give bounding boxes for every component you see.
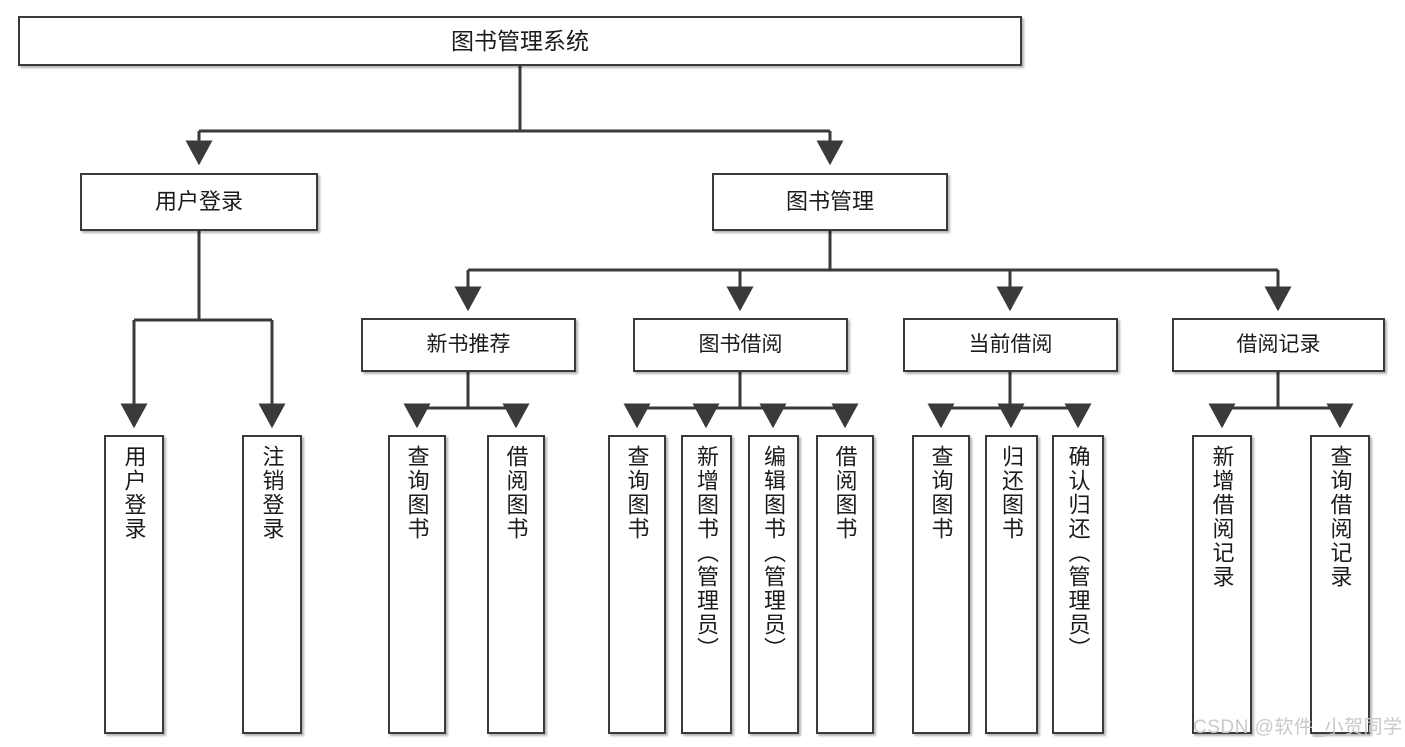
node-leaf-query-record-label: 查询借阅记录 — [1327, 445, 1353, 589]
node-leaf-query-book-1[interactable]: 查询图书 — [388, 435, 446, 734]
node-leaf-user-logout-label: 注销登录 — [259, 445, 285, 541]
node-leaf-query-book-2[interactable]: 查询图书 — [608, 435, 666, 734]
node-leaf-edit-book-label: 编辑图书（管理员） — [761, 445, 787, 661]
node-book-manage-label: 图书管理 — [785, 189, 874, 215]
node-current-borrow[interactable]: 当前借阅 — [903, 318, 1118, 372]
node-leaf-borrow-book-2-label: 借阅图书 — [832, 445, 858, 541]
node-user-login[interactable]: 用户登录 — [80, 173, 318, 231]
node-borrow-record[interactable]: 借阅记录 — [1172, 318, 1385, 372]
node-root[interactable]: 图书管理系统 — [18, 16, 1022, 66]
node-new-book-recommend[interactable]: 新书推荐 — [361, 318, 576, 372]
node-user-login-label: 用户登录 — [154, 189, 243, 215]
node-leaf-query-book-3-label: 查询图书 — [928, 445, 954, 541]
node-leaf-add-record-label: 新增借阅记录 — [1209, 445, 1235, 589]
node-root-label: 图书管理系统 — [451, 27, 589, 54]
node-leaf-confirm-return[interactable]: 确认归还（管理员） — [1052, 435, 1104, 734]
node-leaf-query-book-3[interactable]: 查询图书 — [912, 435, 970, 734]
node-leaf-query-record[interactable]: 查询借阅记录 — [1310, 435, 1370, 734]
node-leaf-user-logout[interactable]: 注销登录 — [242, 435, 302, 734]
node-leaf-edit-book[interactable]: 编辑图书（管理员） — [748, 435, 799, 734]
node-leaf-user-login-label: 用户登录 — [121, 445, 147, 541]
node-book-manage[interactable]: 图书管理 — [712, 173, 948, 231]
node-leaf-user-login[interactable]: 用户登录 — [104, 435, 164, 734]
node-leaf-confirm-return-label: 确认归还（管理员） — [1065, 445, 1091, 661]
node-leaf-add-record[interactable]: 新增借阅记录 — [1192, 435, 1252, 734]
node-leaf-return-book-label: 归还图书 — [999, 445, 1025, 541]
node-leaf-add-book[interactable]: 新增图书（管理员） — [681, 435, 732, 734]
node-leaf-borrow-book-1[interactable]: 借阅图书 — [487, 435, 545, 734]
node-leaf-query-book-2-label: 查询图书 — [624, 445, 650, 541]
node-leaf-borrow-book-2[interactable]: 借阅图书 — [816, 435, 874, 734]
node-current-borrow-label: 当前借阅 — [968, 332, 1053, 356]
node-leaf-query-book-1-label: 查询图书 — [404, 445, 430, 541]
node-book-borrow-label: 图书借阅 — [698, 332, 783, 356]
node-new-book-recommend-label: 新书推荐 — [426, 332, 511, 356]
csdn-watermark: CSDN @软件_小贺同学 — [1193, 717, 1403, 738]
node-leaf-borrow-book-1-label: 借阅图书 — [503, 445, 529, 541]
node-leaf-return-book[interactable]: 归还图书 — [985, 435, 1038, 734]
node-borrow-record-label: 借阅记录 — [1236, 332, 1321, 356]
node-leaf-add-book-label: 新增图书（管理员） — [694, 445, 720, 661]
node-book-borrow[interactable]: 图书借阅 — [633, 318, 848, 372]
